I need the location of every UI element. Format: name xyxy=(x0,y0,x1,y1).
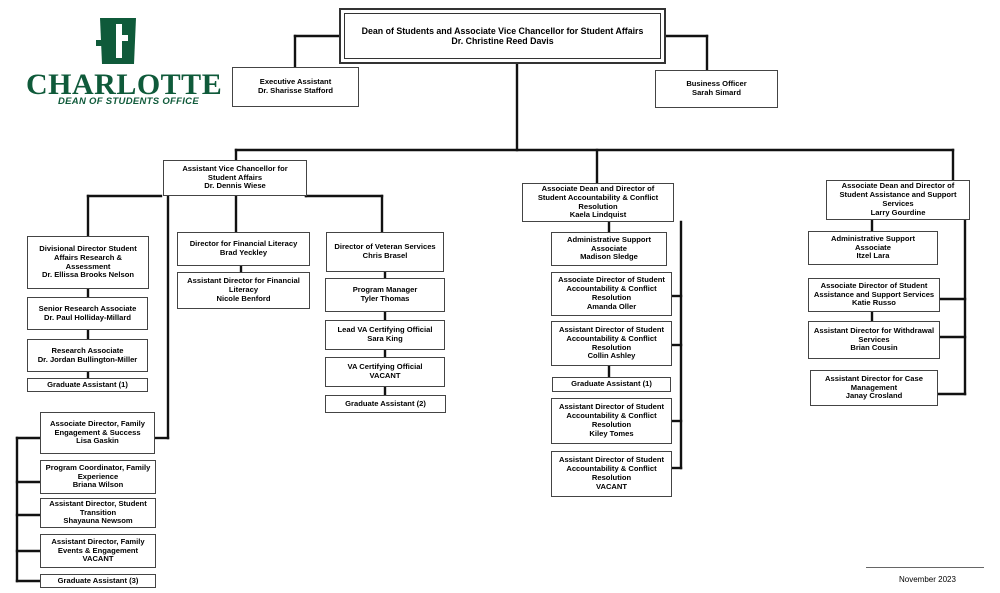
node-name: Lisa Gaskin xyxy=(76,436,119,446)
node-name: Dr. Dennis Wiese xyxy=(204,181,266,191)
node-asst-acc-3: Assistant Director of Student Accountabi… xyxy=(551,451,672,497)
node-title: Divisional Director Student Affairs Rese… xyxy=(39,243,137,271)
node-title: Assistant Vice Chancellor for Student Af… xyxy=(182,163,288,182)
node-name: Sara King xyxy=(367,334,403,343)
node-name: Amanda Oller xyxy=(586,301,637,311)
node-name: Sarah Simard xyxy=(692,88,741,97)
node-assoc-dir-acc: Associate Director of Student Accountabi… xyxy=(551,272,672,316)
node-asst-acc-1: Assistant Director of Student Accountabi… xyxy=(551,321,672,366)
node-name: Nicole Benford xyxy=(216,293,271,303)
node-name: Tyler Thomas xyxy=(360,294,410,303)
node-title: Administrative Support Associate xyxy=(567,234,651,253)
node-title: Dean of Students and Associate Vice Chan… xyxy=(361,25,644,36)
node-name: Katie Russo xyxy=(852,298,896,308)
node-dir-fin: Director for Financial Literacy Brad Yec… xyxy=(177,232,310,266)
node-title: Associate Director of Student Accountabi… xyxy=(558,275,665,302)
node-lead-va: Lead VA Certifying Official Sara King xyxy=(325,320,445,350)
node-name: Madison Sledge xyxy=(580,252,638,262)
node-title: Assistant Director, Family Events & Enga… xyxy=(51,536,145,555)
node-prog-mgr: Program Manager Tyler Thomas xyxy=(325,278,445,312)
logo-subtitle: DEAN OF STUDENTS OFFICE xyxy=(58,96,199,107)
node-biz-officer: Business Officer Sarah Simard xyxy=(655,70,778,108)
node-name: Itzel Lara xyxy=(856,251,890,261)
node-title: Associate Dean and Director of Student A… xyxy=(537,183,659,211)
logo-wordmark: CHARLOTTE xyxy=(26,68,223,101)
node-name: VACANT xyxy=(595,481,628,491)
node-title: Senior Research Associate xyxy=(38,303,137,313)
node-name: Janay Crosland xyxy=(845,391,903,401)
node-title: Graduate Assistant (2) xyxy=(345,398,426,408)
node-title: Assistant Director of Student Accountabi… xyxy=(558,402,665,429)
node-title: Administrative Support Associate xyxy=(831,233,915,252)
node-name: Chris Brasel xyxy=(362,251,408,260)
node-name: Briana Wilson xyxy=(72,480,124,490)
node-asst-family-events: Assistant Director, Family Events & Enga… xyxy=(40,534,156,568)
charlotte-logo xyxy=(22,14,202,114)
node-title: VA Certifying Official xyxy=(347,362,423,372)
node-name: Larry Gourdine xyxy=(870,207,926,217)
node-title: Associate Director of Student Assistance… xyxy=(813,280,935,299)
node-title: Business Officer xyxy=(686,79,747,89)
footer-divider xyxy=(866,567,984,568)
node-asst-transition: Assistant Director, Student Transition S… xyxy=(40,498,156,528)
node-ga-research: Graduate Assistant (1) xyxy=(27,378,148,392)
node-assoc-dean-ass: Associate Dean and Director of Student A… xyxy=(826,180,970,220)
node-title: Director of Veteran Services xyxy=(334,242,436,252)
node-admin-acc: Administrative Support Associate Madison… xyxy=(551,232,667,266)
node-asst-fin: Assistant Director for Financial Literac… xyxy=(177,272,310,309)
node-asst-case: Assistant Director for Case Management J… xyxy=(810,370,938,406)
node-va-cert: VA Certifying Official VACANT xyxy=(325,357,445,387)
node-dir-vet: Director of Veteran Services Chris Brase… xyxy=(326,232,444,272)
node-name: Dr. Jordan Bullington-Miller xyxy=(37,354,138,364)
node-title: Associate Director, Family Engagement & … xyxy=(50,418,145,437)
node-asst-acc-2: Assistant Director of Student Accountabi… xyxy=(551,398,672,444)
node-assoc-dir-ass: Associate Director of Student Assistance… xyxy=(808,278,940,312)
node-title: Graduate Assistant (1) xyxy=(47,379,128,389)
node-exec-asst: Executive Assistant Dr. Sharisse Staffor… xyxy=(232,67,359,107)
node-admin-ass: Administrative Support Associate Itzel L… xyxy=(808,231,938,265)
node-title: Assistant Director for Withdrawal Servic… xyxy=(813,325,935,344)
node-title: Graduate Assistant (1) xyxy=(571,379,652,389)
node-title: Research Associate xyxy=(51,345,124,355)
node-name: Dr. Christine Reed Davis xyxy=(451,36,554,46)
node-prog-coord: Program Coordinator, Family Experience B… xyxy=(40,460,156,494)
node-title: Assistant Director of Student Accountabi… xyxy=(558,324,665,352)
node-assoc-dean-acc: Associate Dean and Director of Student A… xyxy=(522,183,674,222)
node-div-dir: Divisional Director Student Affairs Rese… xyxy=(27,236,149,289)
node-name: Dr. Sharisse Stafford xyxy=(257,86,334,95)
node-name: Brad Yeckley xyxy=(219,248,268,257)
node-name: Dr. Paul Holliday-Millard xyxy=(44,312,131,322)
node-name: VACANT xyxy=(82,554,114,564)
node-title: Assistant Director, Student Transition xyxy=(49,498,147,517)
node-title: Program Manager xyxy=(352,285,418,295)
node-ga-family: Graduate Assistant (3) xyxy=(40,574,156,588)
node-title: Associate Dean and Director of Student A… xyxy=(839,181,957,208)
node-sr-research: Senior Research Associate Dr. Paul Holli… xyxy=(27,297,148,330)
node-ga-acc: Graduate Assistant (1) xyxy=(552,377,671,392)
node-asst-withdraw: Assistant Director for Withdrawal Servic… xyxy=(808,321,940,359)
node-name: Kiley Tomes xyxy=(589,428,634,438)
node-title: Assistant Director of Student Accountabi… xyxy=(558,455,665,482)
footer-date: November 2023 xyxy=(899,575,956,584)
node-title: Assistant Director for Financial Literac… xyxy=(187,276,300,295)
node-name: Kaela Lindquist xyxy=(569,210,627,220)
node-name: Dr. Ellissa Brooks Nelson xyxy=(41,270,134,280)
node-name: Shayauna Newsom xyxy=(63,516,133,526)
node-title: Graduate Assistant (3) xyxy=(57,575,139,585)
node-research-assoc: Research Associate Dr. Jordan Bullington… xyxy=(27,339,148,372)
node-assoc-family: Associate Director, Family Engagement & … xyxy=(40,412,155,454)
node-name: VACANT xyxy=(369,371,401,380)
node-title: Program Coordinator, Family Experience xyxy=(45,462,151,481)
node-dean: Dean of Students and Associate Vice Chan… xyxy=(339,8,666,64)
node-title: Assistant Director for Case Management xyxy=(825,373,923,392)
node-ga-vet: Graduate Assistant (2) xyxy=(325,395,446,413)
node-name: Brian Cousin xyxy=(850,343,898,353)
node-title: Executive Assistant xyxy=(259,77,332,87)
crown-emblem-icon xyxy=(96,18,136,64)
node-name: Collin Ashley xyxy=(587,351,636,361)
node-title: Lead VA Certifying Official xyxy=(337,325,433,335)
node-avc: Assistant Vice Chancellor for Student Af… xyxy=(163,160,307,196)
node-title: Director for Financial Literacy xyxy=(189,239,298,249)
